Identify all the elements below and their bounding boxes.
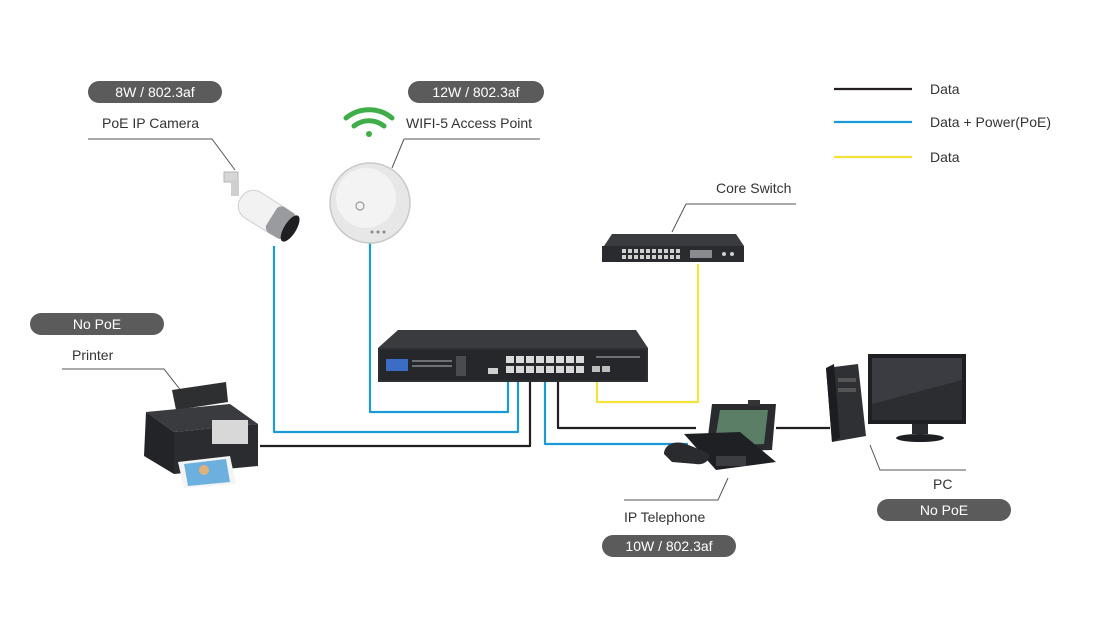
callout-line-ap	[391, 138, 540, 169]
core-switch-label: Core Switch	[716, 180, 792, 196]
callout-lines	[62, 138, 966, 501]
cables	[260, 241, 830, 448]
cable-pc-data	[556, 382, 696, 430]
printer-power-badge: No PoE	[30, 313, 164, 335]
camera-power-badge: 8W / 802.3af	[88, 81, 222, 103]
cable-ap-poe	[368, 241, 510, 414]
callout-line-pc	[869, 444, 966, 471]
legend-label-poe: Data + Power(PoE)	[930, 114, 1051, 130]
pc-power-badge: No PoE	[877, 499, 1011, 521]
wifi-icon	[343, 107, 395, 137]
cable-camera-poe	[272, 246, 520, 434]
printer-icon	[144, 382, 258, 488]
ip-camera-icon	[223, 171, 300, 242]
ap-label: WIFI-5 Access Point	[406, 115, 533, 131]
legend-label-data: Data	[930, 81, 960, 97]
poe-switch-icon	[378, 330, 648, 382]
callout-line-camera	[88, 138, 236, 171]
legend-lines	[834, 87, 912, 159]
camera-label: PoE IP Camera	[102, 115, 200, 131]
pc-label: PC	[933, 476, 953, 492]
pc-icon	[826, 354, 966, 442]
access-point-icon	[329, 162, 411, 244]
phone-power-badge: 10W / 802.3af	[602, 535, 736, 557]
ap-power-badge: 12W / 802.3af	[408, 81, 544, 103]
cable-uplink	[595, 264, 700, 404]
phone-label: IP Telephone	[624, 509, 706, 525]
callout-line-phone	[624, 477, 729, 501]
legend-label-uplink: Data	[930, 149, 960, 165]
core-switch-icon	[602, 234, 744, 262]
callout-line-core	[671, 203, 796, 233]
cable-phone-poe	[543, 382, 688, 446]
cable-printer-data	[260, 382, 532, 448]
ip-phone-icon	[664, 400, 776, 470]
printer-label: Printer	[72, 347, 114, 363]
callout-line-printer	[62, 368, 183, 393]
